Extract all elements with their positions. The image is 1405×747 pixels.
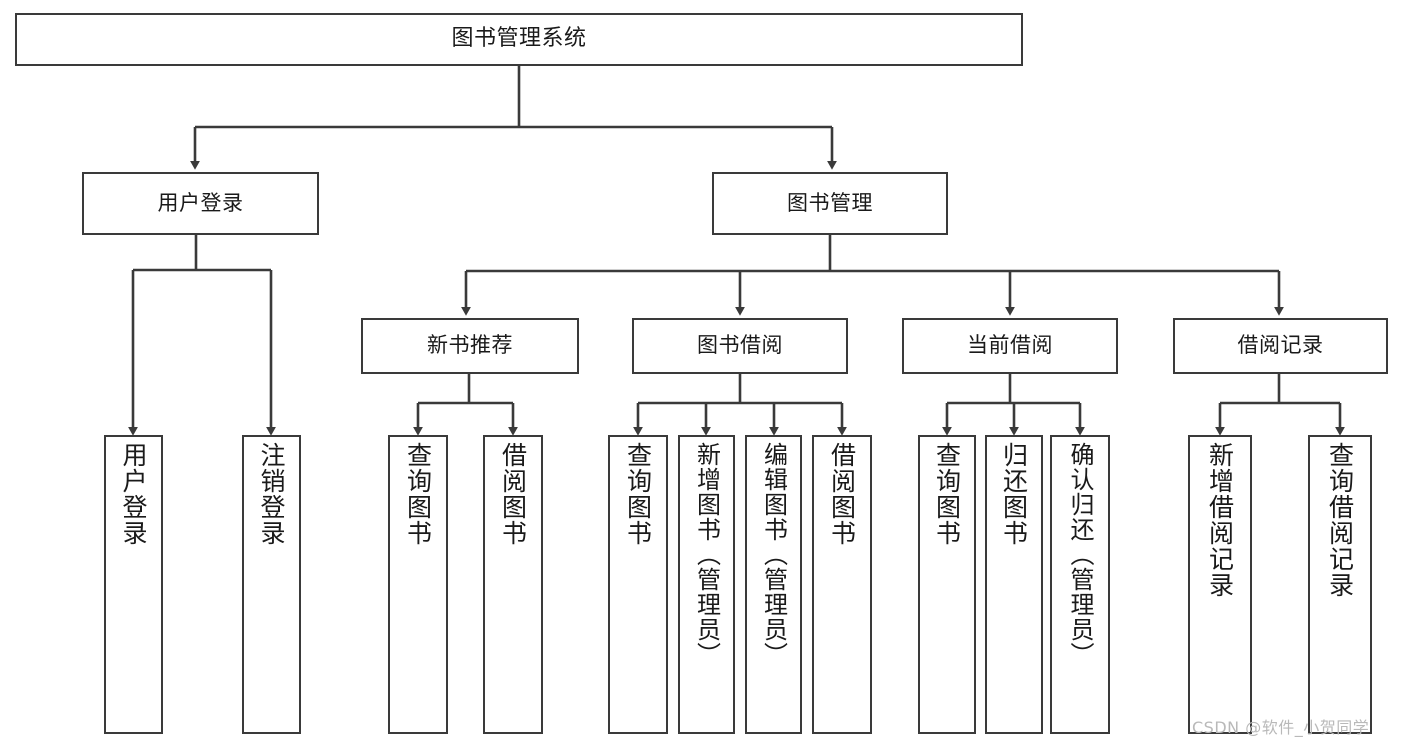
node-leaf-borrow-book-1-label: 借阅图书 [498,442,528,546]
node-leaf-return-book-label: 归还图书 [999,442,1029,546]
node-leaf-borrow-book-1[interactable]: 借阅图书 [483,435,543,734]
csdn-watermark: CSDN @软件_小贺同学 [1192,718,1370,737]
node-leaf-query-book-1-label: 查询图书 [403,442,433,546]
node-current-borrow-label: 当前借阅 [967,333,1053,358]
node-borrow-record-label: 借阅记录 [1237,333,1324,358]
node-leaf-query-book-2-label: 查询图书 [623,442,653,546]
node-book-manage-label: 图书管理 [787,190,873,215]
node-leaf-logout-label: 注销登录 [257,442,286,546]
node-leaf-add-book[interactable]: 新增图书（管理员） [678,435,735,734]
node-leaf-query-book-1[interactable]: 查询图书 [388,435,448,734]
node-new-book-recommend-label: 新书推荐 [427,333,513,358]
node-borrow-record[interactable]: 借阅记录 [1173,318,1388,374]
node-leaf-query-record[interactable]: 查询借阅记录 [1308,435,1372,734]
node-leaf-borrow-book-2-label: 借阅图书 [827,442,857,546]
node-leaf-query-book-3[interactable]: 查询图书 [918,435,976,734]
node-leaf-user-login-label: 用户登录 [119,442,148,546]
node-root-label: 图书管理系统 [451,26,587,52]
node-leaf-user-login[interactable]: 用户登录 [104,435,163,734]
node-new-book-recommend[interactable]: 新书推荐 [361,318,579,374]
node-leaf-borrow-book-2[interactable]: 借阅图书 [812,435,872,734]
node-leaf-confirm-return-label: 确认归还（管理员） [1066,442,1094,667]
node-user-login-label: 用户登录 [157,190,244,215]
node-current-borrow[interactable]: 当前借阅 [902,318,1118,374]
node-leaf-query-record-label: 查询借阅记录 [1325,442,1355,598]
node-leaf-add-record[interactable]: 新增借阅记录 [1188,435,1252,734]
node-leaf-query-book-3-label: 查询图书 [932,442,962,546]
node-leaf-edit-book[interactable]: 编辑图书（管理员） [745,435,802,734]
node-leaf-edit-book-label: 编辑图书（管理员） [759,442,788,667]
node-user-login[interactable]: 用户登录 [82,172,319,235]
node-leaf-return-book[interactable]: 归还图书 [985,435,1043,734]
node-leaf-confirm-return[interactable]: 确认归还（管理员） [1050,435,1110,734]
node-book-manage[interactable]: 图书管理 [712,172,948,235]
node-book-borrow[interactable]: 图书借阅 [632,318,848,374]
node-book-borrow-label: 图书借阅 [697,333,783,358]
node-root[interactable]: 图书管理系统 [15,13,1023,66]
node-leaf-add-book-label: 新增图书（管理员） [692,442,721,667]
node-leaf-query-book-2[interactable]: 查询图书 [608,435,668,734]
node-leaf-logout[interactable]: 注销登录 [242,435,301,734]
node-leaf-add-record-label: 新增借阅记录 [1205,442,1235,598]
